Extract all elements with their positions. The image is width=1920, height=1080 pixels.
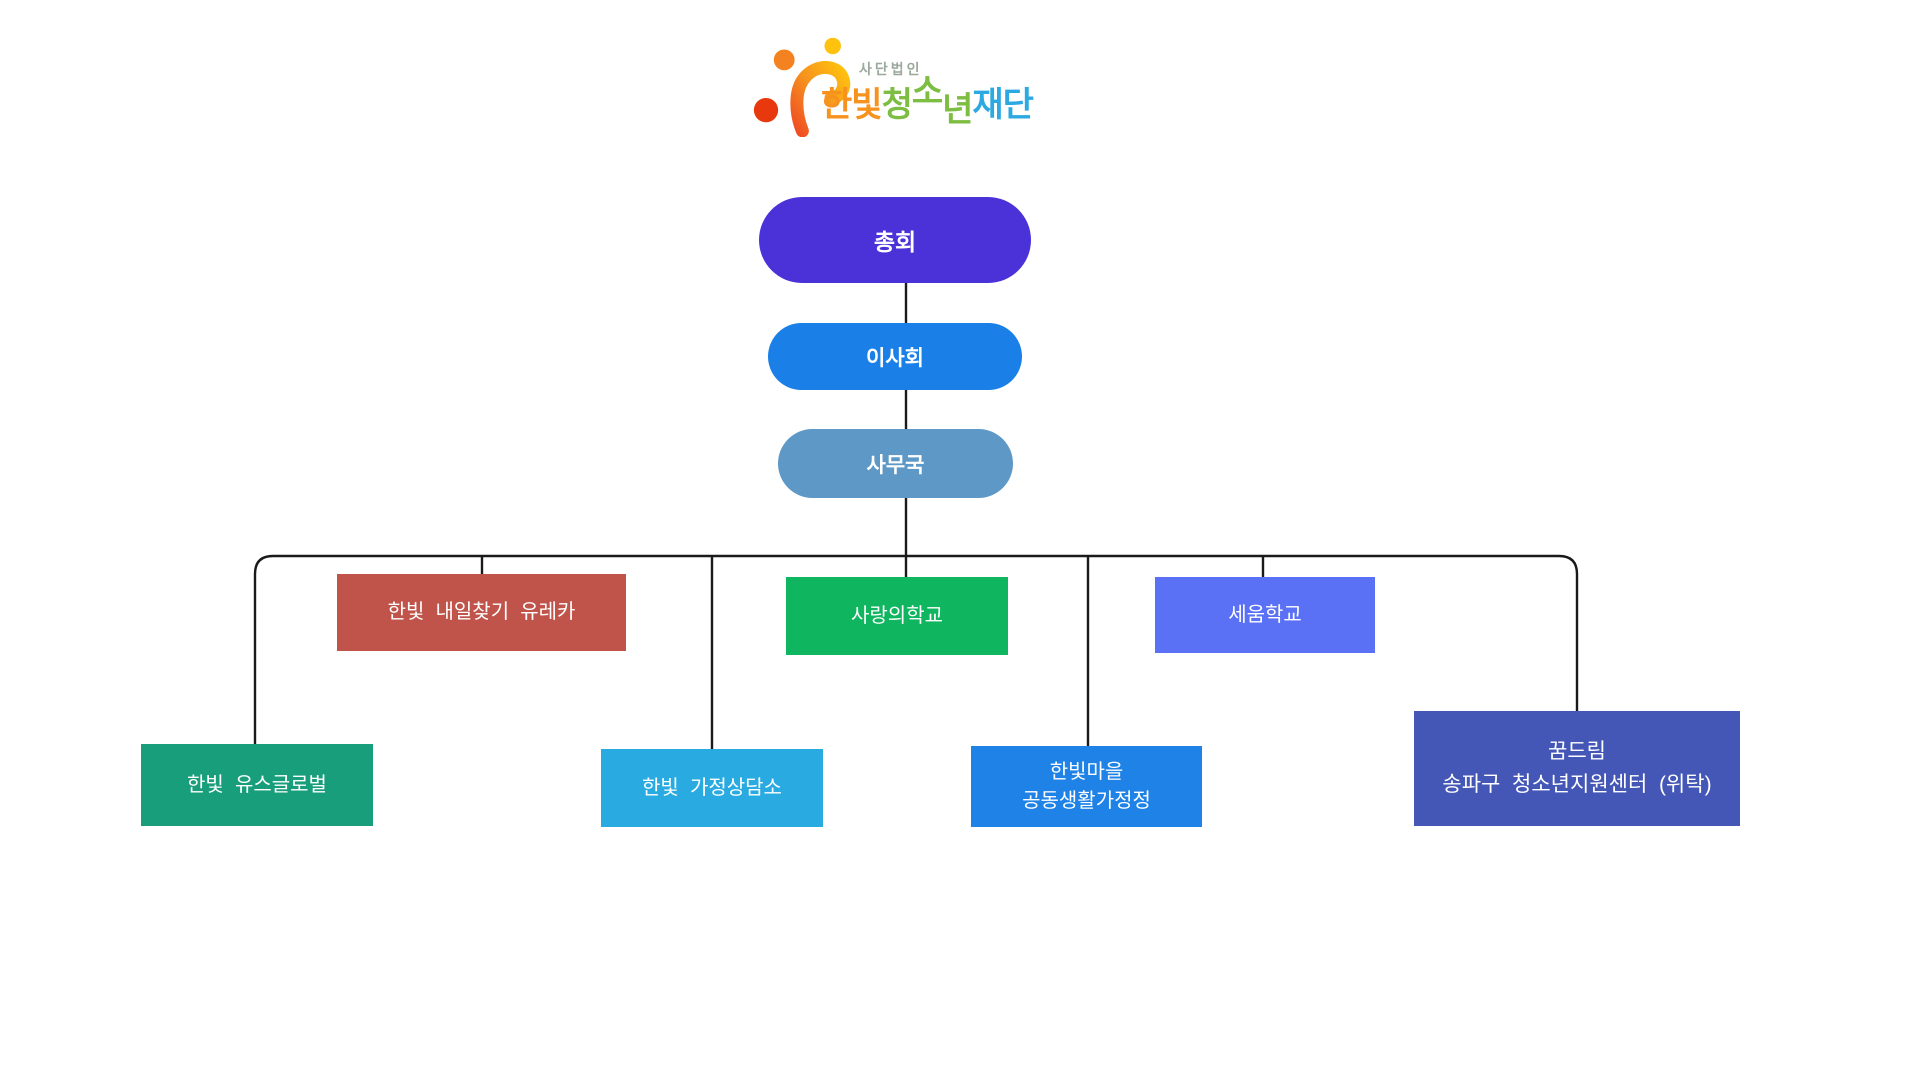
- node-dream-center: 꿈드림 송파구 청소년지원센터 (위탁): [1414, 711, 1740, 826]
- logo-red-dot: [753, 98, 779, 123]
- logo-title-part-hanbit: 한빛: [821, 86, 883, 124]
- logo-title-part-cheong: 청: [881, 86, 913, 124]
- node-secretariat: 사무국: [778, 429, 1013, 498]
- node-family-counseling: 한빛 가정상담소: [601, 749, 823, 827]
- logo-brush-person-icon: [753, 37, 851, 137]
- logo-orange-dot: [773, 49, 795, 71]
- node-eureka: 한빛 내일찾기 유레카: [337, 574, 626, 651]
- logo-title: 한빛청소년재단: [821, 73, 1034, 129]
- node-general-assembly: 총회: [759, 197, 1031, 283]
- node-board-of-directors: 이사회: [768, 323, 1022, 390]
- logo-title-part-jaedan: 재단: [972, 86, 1034, 124]
- logo-subtitle: 사단법인: [859, 61, 923, 77]
- foundation-logo: 사단법인 한빛청소년재단: [753, 33, 1083, 148]
- node-love-school: 사랑의학교: [786, 577, 1008, 655]
- node-youth-global: 한빛 유스글로벌: [141, 744, 373, 826]
- node-hanbit-village: 한빛마을 공동생활가정정: [971, 746, 1202, 827]
- logo-title-part-nyeon: 년: [942, 91, 973, 129]
- logo-title-part-so: 소: [911, 73, 943, 111]
- logo-brush-stroke: [790, 60, 851, 137]
- logo-yellow-dot: [824, 37, 841, 55]
- node-seum-school: 세움학교: [1155, 577, 1375, 653]
